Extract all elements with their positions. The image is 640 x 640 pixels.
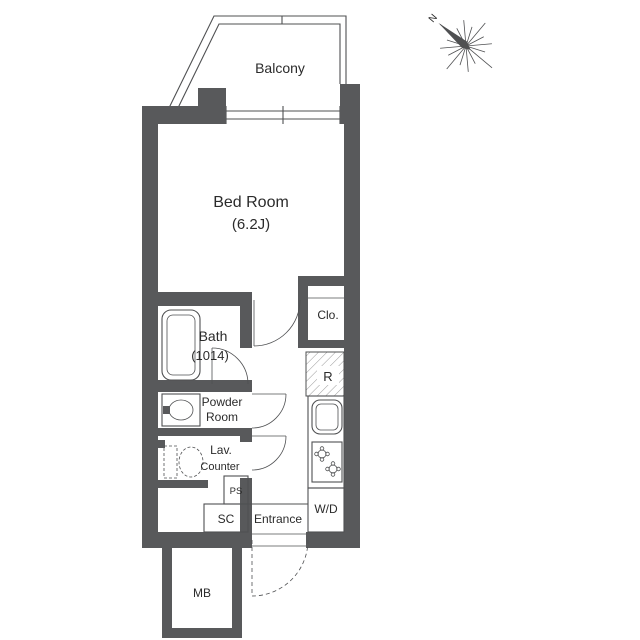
washbasin-bowl xyxy=(168,399,194,421)
wall-lav-bottom xyxy=(158,480,208,488)
stove-box xyxy=(311,441,343,483)
wall-top-step xyxy=(198,88,226,106)
kitchen-sink-inner xyxy=(315,403,339,431)
bath-size-label: (1014) xyxy=(191,348,229,363)
meter-box-label: MB xyxy=(193,586,211,600)
kitchen-sink-outer xyxy=(311,399,343,435)
balcony-rail-outer xyxy=(167,15,347,111)
wall-mb-bottom xyxy=(162,628,242,638)
wall-powder-lav xyxy=(158,428,252,436)
entrance-label: Entrance xyxy=(254,512,302,526)
entrance-door xyxy=(251,539,309,597)
washer-dryer-box xyxy=(307,487,345,533)
bathtub-inner xyxy=(166,314,196,376)
bedroom-label: Bed Room xyxy=(213,194,289,211)
wall-bath-bottom xyxy=(158,380,252,392)
bath-label: Bath xyxy=(199,328,228,344)
balcony-window xyxy=(225,106,341,124)
wall-hall-mid xyxy=(240,434,252,442)
wall-right xyxy=(344,106,360,548)
powder-room-label-line1: Powder xyxy=(202,395,243,409)
lavatory-door xyxy=(251,435,287,471)
balcony-rail-inner xyxy=(175,23,341,113)
wall-left xyxy=(142,106,158,548)
washer-dryer-label: W/D xyxy=(314,502,338,516)
wall-mb-left xyxy=(162,548,172,636)
lavatory-label-line1: Lav. xyxy=(210,443,232,457)
shoe-closet-label: SC xyxy=(218,512,235,526)
wall-top-left xyxy=(142,106,226,124)
bedroom-door xyxy=(253,299,301,347)
wall-bottom-left xyxy=(142,532,252,548)
compass-north-needle xyxy=(438,22,471,50)
balcony-railing xyxy=(167,15,347,113)
powder-room-label-line2: Room xyxy=(206,410,238,424)
wall-bottom-right xyxy=(306,532,360,548)
fixtures xyxy=(157,297,345,547)
bedroom-size-label: (6.2J) xyxy=(232,216,270,233)
toilet-bowl xyxy=(178,446,204,478)
wall-closet-top xyxy=(298,276,344,286)
doors xyxy=(211,299,309,597)
wall-hall-lower xyxy=(240,478,252,532)
lavatory-label-line2: Counter xyxy=(200,461,239,473)
wall-closet-bottom xyxy=(298,340,344,348)
compass-north-label: N xyxy=(427,12,440,25)
balcony-label: Balcony xyxy=(255,60,305,76)
toilet-plumbing xyxy=(157,440,165,448)
toilet-tank xyxy=(163,445,178,479)
wall-closet-left xyxy=(298,276,308,340)
stove-burner-icon xyxy=(314,446,330,462)
refrigerator-label: R xyxy=(323,369,332,384)
washbasin-tap xyxy=(163,406,170,414)
washbasin-counter xyxy=(161,393,201,427)
pipe-space-label: PS xyxy=(230,486,243,497)
refrigerator-label-bg xyxy=(317,366,339,385)
bath-door xyxy=(211,347,249,385)
labels: Balcony Bed Room (6.2J) Bath (1014) Powd… xyxy=(191,60,338,600)
wall-bath-top xyxy=(158,292,252,306)
bathtub-outer xyxy=(161,309,201,381)
wall-bath-right-upper xyxy=(240,292,252,348)
shoe-closet-box xyxy=(203,503,249,533)
powder-room-door xyxy=(251,393,287,429)
wall-mb-right xyxy=(232,548,242,636)
compass-rose: N xyxy=(427,12,493,72)
stove-burner-icon xyxy=(325,461,341,477)
walls xyxy=(142,84,360,638)
closet-label: Clo. xyxy=(317,308,338,322)
